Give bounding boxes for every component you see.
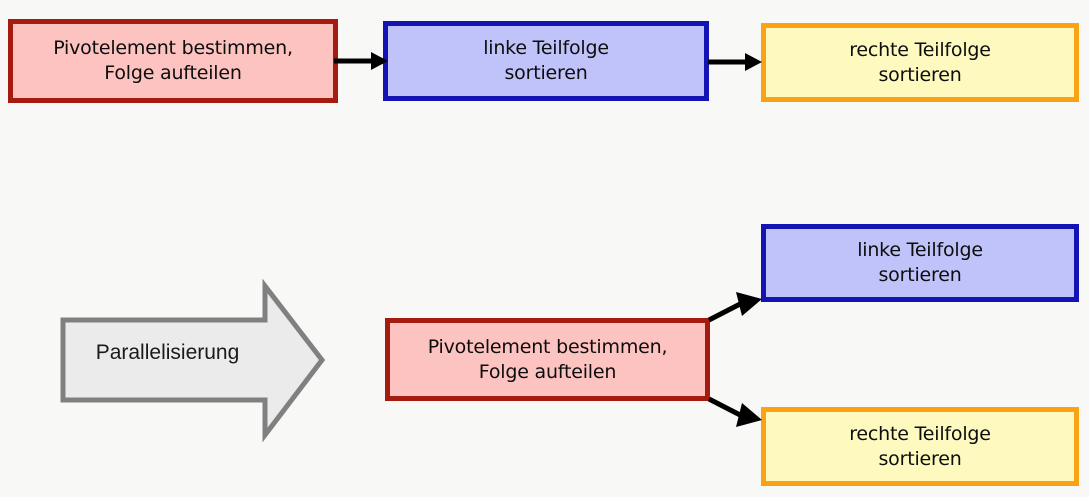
node-label-line2: sortieren <box>878 447 962 470</box>
parallelisierung-label: Parallelisierung <box>95 341 240 364</box>
node-left-sequential[interactable]: linke Teilfolge sortieren <box>383 21 709 101</box>
arrow-split-to-left-parallel-icon <box>707 292 762 323</box>
node-label-line2: sortieren <box>504 62 588 84</box>
node-label: Pivotelement bestimmen, Folge aufteilen <box>47 36 299 85</box>
node-label-line1: linke Teilfolge <box>483 37 609 60</box>
node-label: rechte Teilfolge sortieren <box>843 38 997 87</box>
node-label: Pivotelement bestimmen, Folge aufteilen <box>422 335 674 384</box>
arrow-split-to-right-parallel-icon <box>707 396 762 427</box>
node-label-line2: sortieren <box>878 264 962 286</box>
node-split-sequential[interactable]: Pivotelement bestimmen, Folge aufteilen <box>8 19 338 103</box>
node-right-parallel[interactable]: rechte Teilfolge sortieren <box>761 407 1079 486</box>
node-left-parallel[interactable]: linke Teilfolge sortieren <box>761 224 1079 302</box>
node-right-sequential[interactable]: rechte Teilfolge sortieren <box>761 23 1079 102</box>
node-label-line2: Folge aufteilen <box>478 360 617 383</box>
arrow-left-to-right-icon <box>708 53 762 71</box>
node-label-line2: sortieren <box>878 63 962 86</box>
node-split-parallel[interactable]: Pivotelement bestimmen, Folge aufteilen <box>385 318 710 401</box>
node-label-line1: rechte Teilfolge <box>849 38 991 61</box>
node-label: linke Teilfolge sortieren <box>477 36 615 85</box>
node-label-line2: Folge aufteilen <box>104 62 242 84</box>
node-label-line1: Pivotelement bestimmen, <box>427 335 668 358</box>
node-label: rechte Teilfolge sortieren <box>843 422 997 471</box>
node-label: linke Teilfolge sortieren <box>851 238 989 287</box>
node-label-line1: rechte Teilfolge <box>849 422 991 445</box>
node-label-line1: Pivotelement bestimmen, <box>53 37 293 60</box>
node-label-line1: linke Teilfolge <box>857 239 983 262</box>
arrow-split-to-left-icon <box>334 52 388 70</box>
